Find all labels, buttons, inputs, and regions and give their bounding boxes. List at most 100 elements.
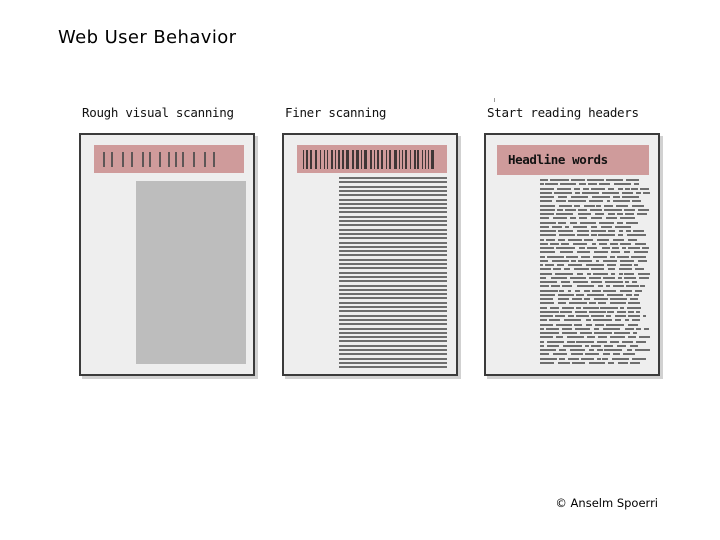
text-word — [540, 268, 551, 271]
text-word — [628, 302, 640, 305]
text-word — [601, 247, 610, 249]
text-word — [540, 357, 558, 360]
text-word — [540, 340, 544, 343]
text-word — [545, 183, 558, 186]
text-word — [626, 285, 639, 288]
text-word — [540, 306, 547, 309]
text-word — [540, 276, 547, 279]
sparse-scan-ticks — [103, 152, 235, 167]
text-word — [540, 310, 559, 313]
text-line — [540, 310, 650, 313]
text-word — [597, 340, 608, 343]
text-word — [620, 264, 632, 266]
text-line — [540, 213, 650, 215]
text-line — [540, 242, 650, 245]
text-line — [540, 353, 650, 356]
panel-caption: Finer scanning — [285, 105, 387, 120]
text-word — [580, 255, 591, 258]
scan-tick — [159, 152, 162, 167]
text-word — [540, 251, 556, 254]
text-line — [540, 327, 650, 330]
text-word — [572, 242, 588, 245]
text-word — [612, 353, 620, 356]
text-word — [562, 327, 572, 330]
text-word — [603, 276, 615, 279]
text-word — [540, 336, 553, 339]
scan-bar — [381, 150, 384, 169]
text-word — [623, 208, 635, 211]
text-word — [572, 298, 582, 300]
text-line — [540, 225, 650, 228]
text-line — [540, 234, 650, 237]
scan-bar — [319, 150, 321, 169]
text-word — [635, 349, 650, 351]
text-word — [630, 361, 640, 364]
text-word — [644, 327, 650, 330]
text-word — [614, 315, 626, 317]
scan-bar — [351, 150, 354, 169]
text-word — [591, 234, 597, 237]
text-word — [609, 336, 626, 339]
text-word — [540, 327, 545, 330]
text-word — [553, 217, 568, 220]
text-word — [540, 323, 554, 326]
text-word — [561, 242, 569, 245]
scan-tick — [213, 152, 216, 167]
text-word — [613, 285, 624, 288]
text-word — [575, 289, 581, 292]
text-word — [604, 349, 623, 351]
text-word — [623, 276, 637, 279]
text-word — [576, 230, 589, 232]
text-word — [638, 276, 650, 279]
text-line — [339, 254, 447, 257]
scan-bar — [386, 150, 387, 169]
dense-scan-bars — [303, 150, 434, 169]
text-word — [540, 361, 554, 364]
text-word — [598, 242, 608, 245]
text-word — [628, 310, 634, 313]
text-word — [558, 293, 575, 296]
text-word — [634, 293, 639, 296]
text-word — [605, 285, 610, 288]
text-line — [339, 323, 447, 326]
headline-words-label: Headline words — [508, 152, 608, 167]
text-word — [589, 276, 602, 279]
text-line — [339, 245, 447, 248]
text-word — [540, 213, 554, 215]
text-word — [546, 255, 565, 258]
text-word — [608, 268, 616, 271]
text-word — [620, 242, 632, 245]
text-word — [540, 238, 544, 241]
text-word — [608, 213, 615, 215]
text-word — [590, 217, 602, 220]
text-word — [559, 251, 573, 254]
scan-tick — [204, 152, 207, 167]
text-line — [339, 366, 447, 369]
text-word — [570, 196, 589, 198]
text-word — [604, 344, 614, 347]
text-word — [633, 251, 648, 254]
text-word — [596, 238, 609, 241]
text-word — [632, 230, 644, 232]
text-word — [634, 242, 647, 245]
text-line — [339, 349, 447, 351]
text-word — [577, 234, 590, 237]
text-word — [540, 179, 548, 181]
text-word — [567, 357, 579, 360]
text-line — [540, 200, 650, 203]
text-word — [576, 315, 589, 317]
text-word — [540, 264, 544, 266]
text-word — [635, 327, 642, 330]
text-word — [631, 319, 640, 322]
text-line — [540, 251, 650, 254]
text-word — [558, 238, 566, 241]
text-word — [596, 204, 601, 207]
text-word — [540, 196, 554, 198]
text-word — [540, 204, 556, 207]
scan-bar — [393, 150, 397, 169]
text-word — [578, 247, 586, 249]
scan-bar — [405, 150, 408, 169]
scan-bar — [369, 150, 372, 169]
text-word — [558, 349, 567, 351]
scan-bar — [341, 150, 344, 169]
